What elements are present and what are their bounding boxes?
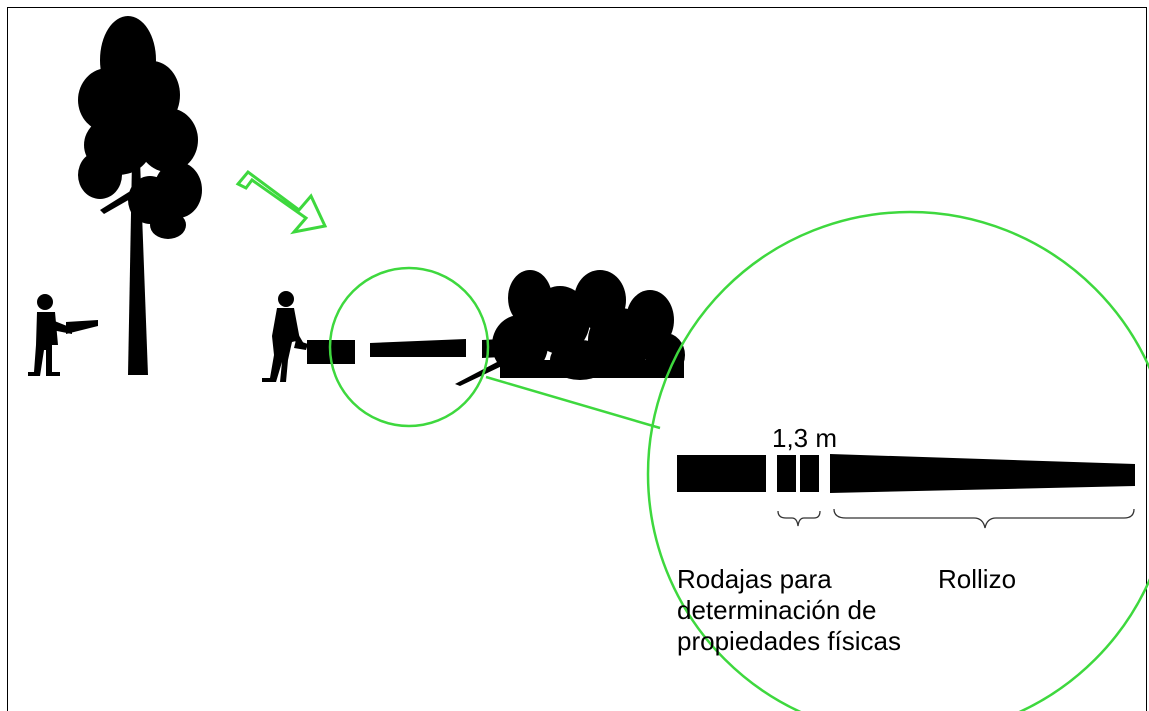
magnified-logs xyxy=(677,454,1135,493)
brace-icon xyxy=(833,508,1135,529)
zoom-circle-icon xyxy=(646,210,1149,711)
standing-tree-icon xyxy=(78,16,202,375)
arrow-icon xyxy=(235,169,328,235)
felled-tree-icon xyxy=(492,270,685,380)
zoom-connector xyxy=(485,375,661,430)
brace-icon xyxy=(777,510,821,527)
lumberjack-icon xyxy=(28,294,98,376)
slice-2 xyxy=(800,455,819,492)
length-label: 1,3 m xyxy=(772,423,838,453)
slices-label-line-3: propiedades físicas xyxy=(677,626,902,656)
log-segment-rollizo xyxy=(830,454,1135,493)
slices-label-line-2: determinación de xyxy=(677,595,877,625)
slice-1 xyxy=(777,455,796,492)
log-segment-butt xyxy=(677,455,766,492)
lumberjack-icon xyxy=(262,291,308,382)
slices-label-line-1: Rodajas para xyxy=(677,564,832,594)
zoom-circle-icon xyxy=(328,266,490,428)
log-label: Rollizo xyxy=(938,564,1017,594)
